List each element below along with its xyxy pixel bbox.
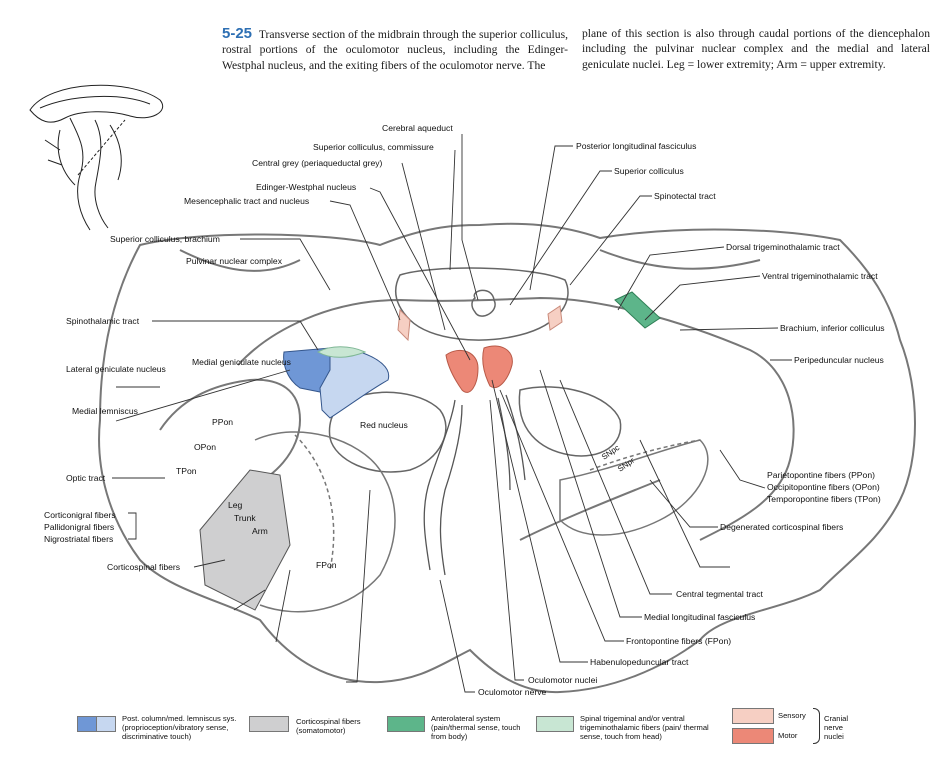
- label-central-tegmental: Central tegmental tract: [676, 589, 764, 599]
- orientation-brain-sketch: [29, 84, 163, 231]
- label-corticonigral: Corticonigral fibers: [44, 510, 116, 520]
- label-habenulopeduncular: Habenulopeduncular tract: [590, 657, 689, 667]
- oculomotor-nucleus-right: [482, 345, 513, 388]
- label-dorsal-trigem: Dorsal trigeminothalamic tract: [726, 242, 840, 252]
- legend-motor: Motor: [778, 731, 798, 740]
- label-brachium-ic: Brachium, inferior colliculus: [780, 323, 885, 333]
- label-snpc: SNpc: [600, 443, 621, 462]
- label-spinothalamic: Spinothalamic tract: [66, 316, 140, 326]
- label-central-grey: Central grey (periaqueductal grey): [252, 158, 383, 168]
- label-trunk: Trunk: [234, 513, 256, 523]
- legend-swatch-post-column-dark: [77, 716, 97, 732]
- legend-swatch-motor: [732, 728, 774, 744]
- figure-caption-left: 5-25 Transverse section of the midbrain …: [222, 26, 568, 73]
- legend-post-column: Post. column/med. lemniscus sys. (propri…: [122, 714, 237, 741]
- mesencephalic-nucleus-left: [397, 308, 411, 342]
- caption-left-text: Transverse section of the midbrain throu…: [222, 28, 568, 72]
- label-oculomotor-nerve: Oculomotor nerve: [478, 687, 547, 697]
- label-pulvinar: Pulvinar nuclear complex: [186, 256, 283, 266]
- section-outline: [98, 222, 916, 694]
- legend-brace: [813, 708, 820, 744]
- legend-swatch-anterolateral: [387, 716, 425, 732]
- label-frontopontine: Frontopontine fibers (FPon): [626, 636, 731, 646]
- label-mesencephalic-tract: Mesencephalic tract and nucleus: [184, 196, 309, 206]
- label-lateral-geniculate: Lateral geniculate nucleus: [66, 364, 166, 374]
- caption-right-text: plane of this section is also through ca…: [582, 27, 930, 71]
- label-medial-geniculate: Medial geniculate nucleus: [192, 357, 291, 367]
- label-fpon: FPon: [316, 560, 337, 570]
- label-peripeduncular: Peripeduncular nucleus: [794, 355, 884, 365]
- label-opon: OPon: [194, 442, 216, 452]
- label-temporopontine: Temporopontine fibers (TPon): [767, 494, 881, 504]
- tectum: [394, 267, 569, 341]
- label-ventral-trigem: Ventral trigeminothalamic tract: [762, 271, 878, 281]
- label-leg: Leg: [228, 500, 243, 510]
- label-red-nucleus: Red nucleus: [360, 420, 408, 430]
- legend-sensory: Sensory: [778, 711, 806, 720]
- legend-spinal-trigem: Spinal trigeminal and/or ventral trigemi…: [580, 714, 709, 741]
- label-arm: Arm: [252, 526, 268, 536]
- legend-cranial: Cranial nerve nuclei: [824, 714, 849, 741]
- leader-lines: [112, 134, 792, 693]
- label-nigrostriatal: Nigrostriatal fibers: [44, 534, 113, 544]
- label-mlf: Medial longitudinal fasciculus: [644, 612, 755, 622]
- oculomotor-nucleus-left: [445, 350, 479, 393]
- label-superior-colliculus: Superior colliculus: [614, 166, 684, 176]
- legend-swatch-sensory: [732, 708, 774, 724]
- legend-swatch-spinal-trigem: [536, 716, 574, 732]
- label-pallidonigral: Pallidonigral fibers: [44, 522, 114, 532]
- label-post-long-fasc: Posterior longitudinal fasciculus: [576, 141, 696, 151]
- legend-corticospinal: Corticospinal fibers (somatomotor): [296, 717, 361, 735]
- label-corticospinal: Corticospinal fibers: [107, 562, 180, 572]
- figure-number: 5-25: [222, 25, 253, 42]
- label-optic-tract: Optic tract: [66, 473, 106, 483]
- label-edinger-westphal: Edinger-Westphal nucleus: [256, 182, 356, 192]
- cerebral-aqueduct-shape: [471, 289, 496, 317]
- medial-lemniscus-light: [319, 347, 390, 419]
- legend-swatch-corticospinal: [249, 716, 289, 732]
- label-sc-commissure: Superior colliculus, commissure: [313, 142, 434, 152]
- cerebral-peduncle: [254, 431, 709, 613]
- legend-swatch-post-column-light: [96, 716, 116, 732]
- figure-caption-right: plane of this section is also through ca…: [582, 26, 930, 72]
- label-ppon: PPon: [212, 417, 233, 427]
- label-parietopontine: Parietopontine fibers (PPon): [767, 470, 875, 480]
- legend-anterolateral: Anterolateral system (pain/thermal sense…: [431, 714, 521, 741]
- oculomotor-nerve-fibers: [423, 394, 526, 576]
- corticospinal-region: [199, 469, 291, 611]
- label-spinotectal: Spinotectal tract: [654, 191, 716, 201]
- label-medial-lemniscus: Medial lemniscus: [72, 406, 138, 416]
- spinal-trigeminal-region: [316, 346, 367, 358]
- label-occipitopontine: Occipitopontine fibers (OPon): [767, 482, 880, 492]
- anterolateral-region: [614, 291, 661, 329]
- red-nucleus-shape: [328, 391, 447, 473]
- label-sc-brachium: Superior colliculus, brachium: [110, 234, 220, 244]
- label-oculomotor-nuclei: Oculomotor nuclei: [528, 675, 597, 685]
- label-snpr: SNpr: [616, 456, 636, 474]
- label-tpon: TPon: [176, 466, 197, 476]
- red-nucleus-shape-right: [518, 386, 622, 457]
- label-cerebral-aqueduct: Cerebral aqueduct: [382, 123, 453, 133]
- label-degenerated-cs: Degenerated corticospinal fibers: [720, 522, 843, 532]
- mesencephalic-nucleus-right: [547, 305, 563, 331]
